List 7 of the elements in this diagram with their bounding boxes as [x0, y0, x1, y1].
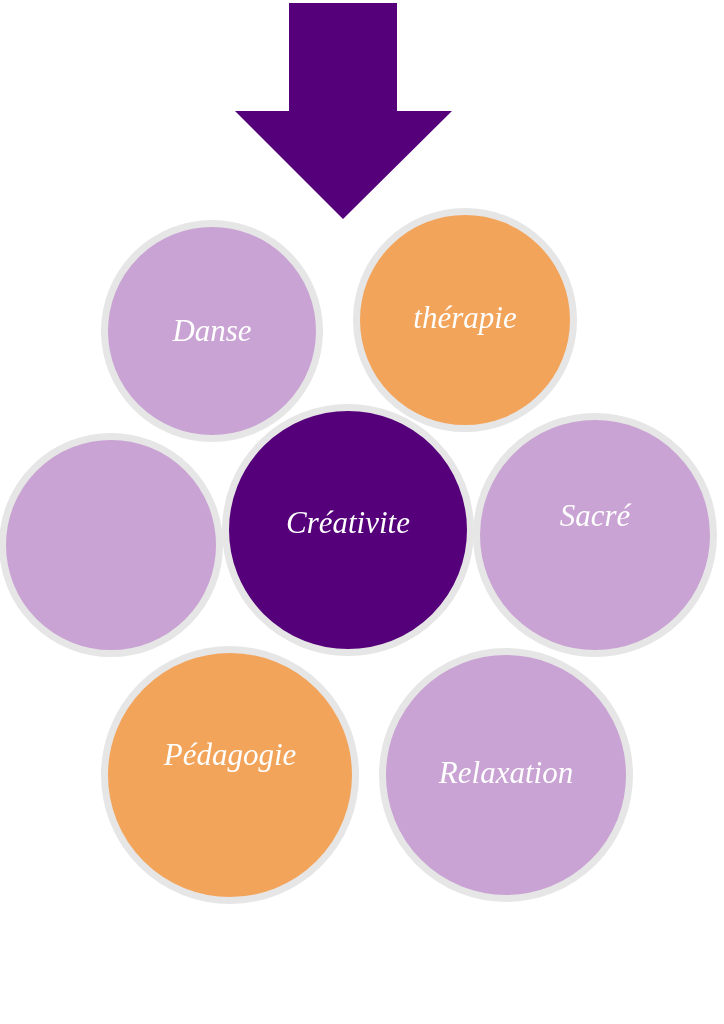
node-label: Pédagogie — [163, 737, 297, 773]
node-label: Créativite — [286, 505, 410, 541]
node-label: Danse — [172, 313, 252, 349]
node-label: Sacré — [559, 498, 631, 534]
topic-circle — [0, 433, 223, 657]
node-label: Relaxation — [438, 755, 574, 791]
node-label: thérapie — [413, 300, 517, 336]
